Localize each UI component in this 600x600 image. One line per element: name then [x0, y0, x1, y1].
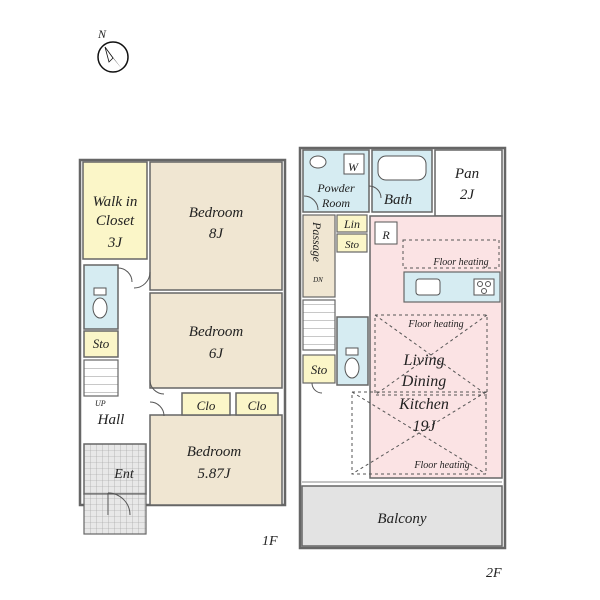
floor-2-label: 2F — [486, 566, 502, 581]
stairs-2f — [302, 299, 336, 351]
washer-box — [343, 153, 365, 175]
storage-2f-area — [302, 354, 336, 384]
bedroom-587j-label-2: 5.87J — [198, 466, 232, 482]
walkin-label-1: Walk in — [93, 194, 138, 210]
pantry-label-2: 2J — [460, 187, 476, 203]
bedroom-587j-area — [149, 414, 283, 506]
walkin-label-3: 3J — [107, 235, 124, 251]
passage-area — [302, 214, 336, 298]
refrigerator-label: R — [381, 228, 390, 242]
floor-heating-zone-2 — [374, 314, 488, 396]
floor-1-label: 1F — [262, 534, 278, 549]
walkin-label-2: Closet — [96, 213, 135, 229]
powder-room-label-2: Room — [321, 196, 350, 210]
pantry-area — [434, 149, 503, 217]
balcony-label: Balcony — [377, 511, 426, 527]
storage-small-label: Sto — [345, 239, 360, 251]
ldk-label-1: Living — [403, 352, 445, 369]
washer-label: W — [348, 160, 359, 174]
stairs-down-label: DN — [312, 276, 323, 284]
floor-heating-label-1: Floor heating — [432, 257, 488, 268]
ldk-label-3: Kitchen — [398, 396, 449, 413]
floor-heating-zone-1 — [402, 239, 500, 269]
floor-2: W Powder Room Bath Pan 2J Lin Sto R Pass… — [298, 146, 507, 581]
linen-area — [336, 214, 368, 233]
bedroom-8j-area — [149, 161, 283, 291]
bedroom-6j-label-1: Bedroom — [189, 324, 244, 340]
bedroom-8j-label-1: Bedroom — [189, 205, 244, 221]
stairs-up-label: UP — [95, 399, 106, 408]
refrigerator-box — [374, 221, 398, 245]
passage-label: Passage — [310, 221, 324, 263]
walkin-closet-area — [82, 161, 148, 260]
sink-icon — [415, 278, 441, 296]
pantry-label-1: Pan — [454, 166, 479, 182]
bedroom-8j-label-2: 8J — [209, 226, 225, 242]
floor-heating-label-2: Floor heating — [407, 319, 463, 330]
powder-room-label-1: Powder — [316, 181, 355, 195]
porch-tile — [83, 493, 147, 535]
ldk-label-4: 19J — [412, 418, 436, 435]
linen-label: Lin — [343, 217, 360, 231]
floor-heating-label-3: Floor heating — [413, 460, 469, 471]
compass-label: N — [97, 27, 107, 41]
bathtub-icon — [377, 155, 427, 181]
bath-label: Bath — [384, 192, 412, 208]
toilet-1f — [83, 264, 119, 330]
ldk-label-2: Dining — [401, 373, 446, 390]
stairs-1f — [83, 359, 119, 397]
entrance-label: Ent — [113, 467, 135, 482]
storage-1f-label: Sto — [93, 336, 110, 351]
hall-label: Hall — [97, 412, 125, 428]
storage-small-area — [336, 233, 368, 253]
ldk-area — [369, 215, 503, 479]
closet-2-label: Clo — [248, 398, 267, 413]
stove-icon — [473, 278, 495, 296]
north-arrow-icon: N — [97, 27, 129, 73]
storage-1f-area — [83, 330, 119, 358]
bedroom-587j-label-1: Bedroom — [187, 444, 242, 460]
closet-1-area — [181, 392, 231, 416]
balcony-area — [301, 485, 503, 547]
closet-1-label: Clo — [197, 398, 216, 413]
floor-1: Walk in Closet 3J Bedroom 8J Bedroom 6J … — [78, 158, 287, 549]
bedroom-6j-area — [149, 292, 283, 389]
storage-2f-label: Sto — [311, 362, 328, 377]
bedroom-6j-label-2: 6J — [209, 346, 225, 362]
floor-heating-zone-3 — [351, 391, 487, 475]
closet-2-area — [235, 392, 279, 416]
